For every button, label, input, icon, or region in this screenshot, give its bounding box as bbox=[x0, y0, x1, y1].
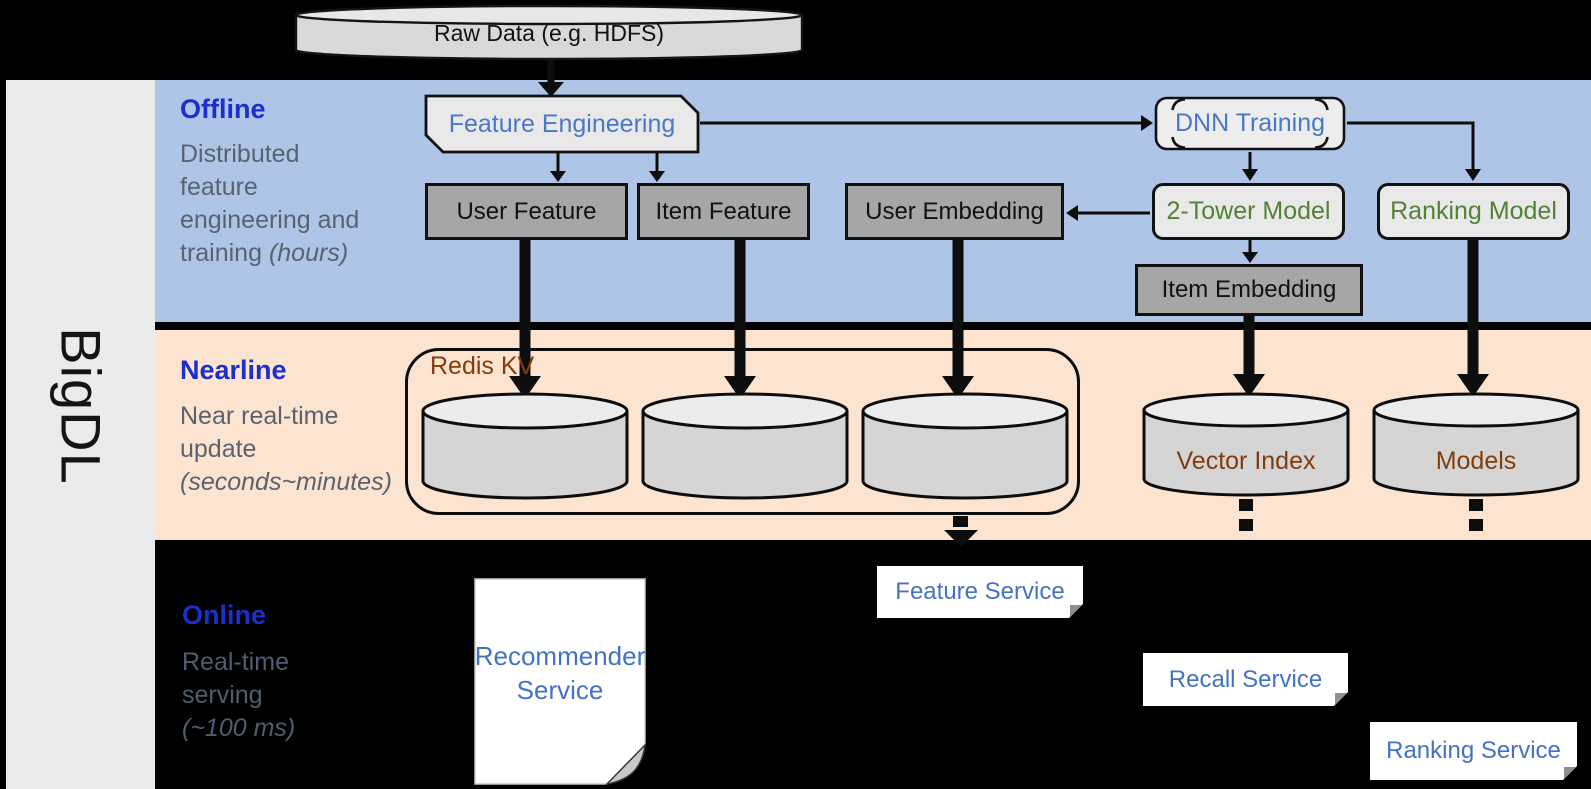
user-feature-label: User Feature bbox=[456, 197, 597, 225]
item-feature-node: Item Feature bbox=[637, 183, 810, 240]
models-cylinder: Models bbox=[1371, 390, 1581, 500]
ranking-service-node: Ranking Service bbox=[1370, 722, 1577, 780]
user-feature-node: User Feature bbox=[425, 183, 628, 240]
bigdl-sidebar: BigDL bbox=[6, 80, 155, 789]
item-embedding-label: Item Embedding bbox=[1161, 276, 1337, 303]
folded-corner-icon bbox=[1335, 693, 1348, 706]
ranking-service-label: Ranking Service bbox=[1386, 737, 1561, 764]
raw-data-label: Raw Data (e.g. HDFS) bbox=[433, 19, 665, 46]
vector-index-cylinder: Vector Index bbox=[1141, 390, 1351, 500]
dnn-training-node: DNN Training bbox=[1153, 95, 1347, 152]
feature-service-node: Feature Service bbox=[877, 566, 1083, 618]
recall-service-node: Recall Service bbox=[1143, 653, 1348, 706]
recommender-service-document: Recommender Service bbox=[473, 577, 647, 786]
recall-service-label: Recall Service bbox=[1168, 665, 1323, 693]
folded-corner-icon bbox=[1564, 767, 1577, 780]
raw-data-cylinder: Raw Data (e.g. HDFS) bbox=[293, 3, 805, 63]
item-feature-label: Item Feature bbox=[655, 197, 792, 225]
ranking-model-label: Ranking Model bbox=[1390, 197, 1557, 225]
two-tower-model-label: 2-Tower Model bbox=[1166, 197, 1331, 225]
online-title: Online bbox=[182, 600, 267, 630]
user-embedding-node: User Embedding bbox=[845, 183, 1064, 240]
recommender-service-label: Recommender Service bbox=[474, 641, 646, 705]
ranking-model-node: Ranking Model bbox=[1377, 183, 1570, 240]
redis-cylinder-2 bbox=[640, 390, 850, 502]
online-caption: Real-time serving (~100 ms) bbox=[182, 648, 296, 742]
models-label: Models bbox=[1435, 446, 1517, 475]
redis-kv-label: Redis KV bbox=[430, 352, 535, 380]
two-tower-model-node: 2-Tower Model bbox=[1152, 183, 1345, 240]
dnn-training-label: DNN Training bbox=[1174, 109, 1326, 137]
vector-index-label: Vector Index bbox=[1176, 446, 1316, 475]
redis-cylinder-1 bbox=[420, 390, 630, 502]
folded-corner-icon bbox=[1070, 605, 1083, 618]
offline-caption: Distributed feature engineering and trai… bbox=[180, 140, 360, 267]
feature-service-label: Feature Service bbox=[895, 578, 1065, 605]
feature-engineering-node: Feature Engineering bbox=[423, 93, 701, 155]
nearline-title: Nearline bbox=[180, 355, 287, 385]
redis-cylinder-3 bbox=[860, 390, 1070, 502]
item-embedding-node: Item Embedding bbox=[1135, 264, 1363, 316]
offline-title: Offline bbox=[180, 94, 266, 124]
nearline-caption: Near real-time update (seconds~minutes) bbox=[180, 402, 392, 496]
feature-engineering-label: Feature Engineering bbox=[448, 109, 676, 138]
user-embedding-label: User Embedding bbox=[865, 197, 1044, 225]
bigdl-brand-label: BigDL bbox=[49, 327, 112, 485]
redis-kv-container bbox=[405, 348, 1080, 515]
